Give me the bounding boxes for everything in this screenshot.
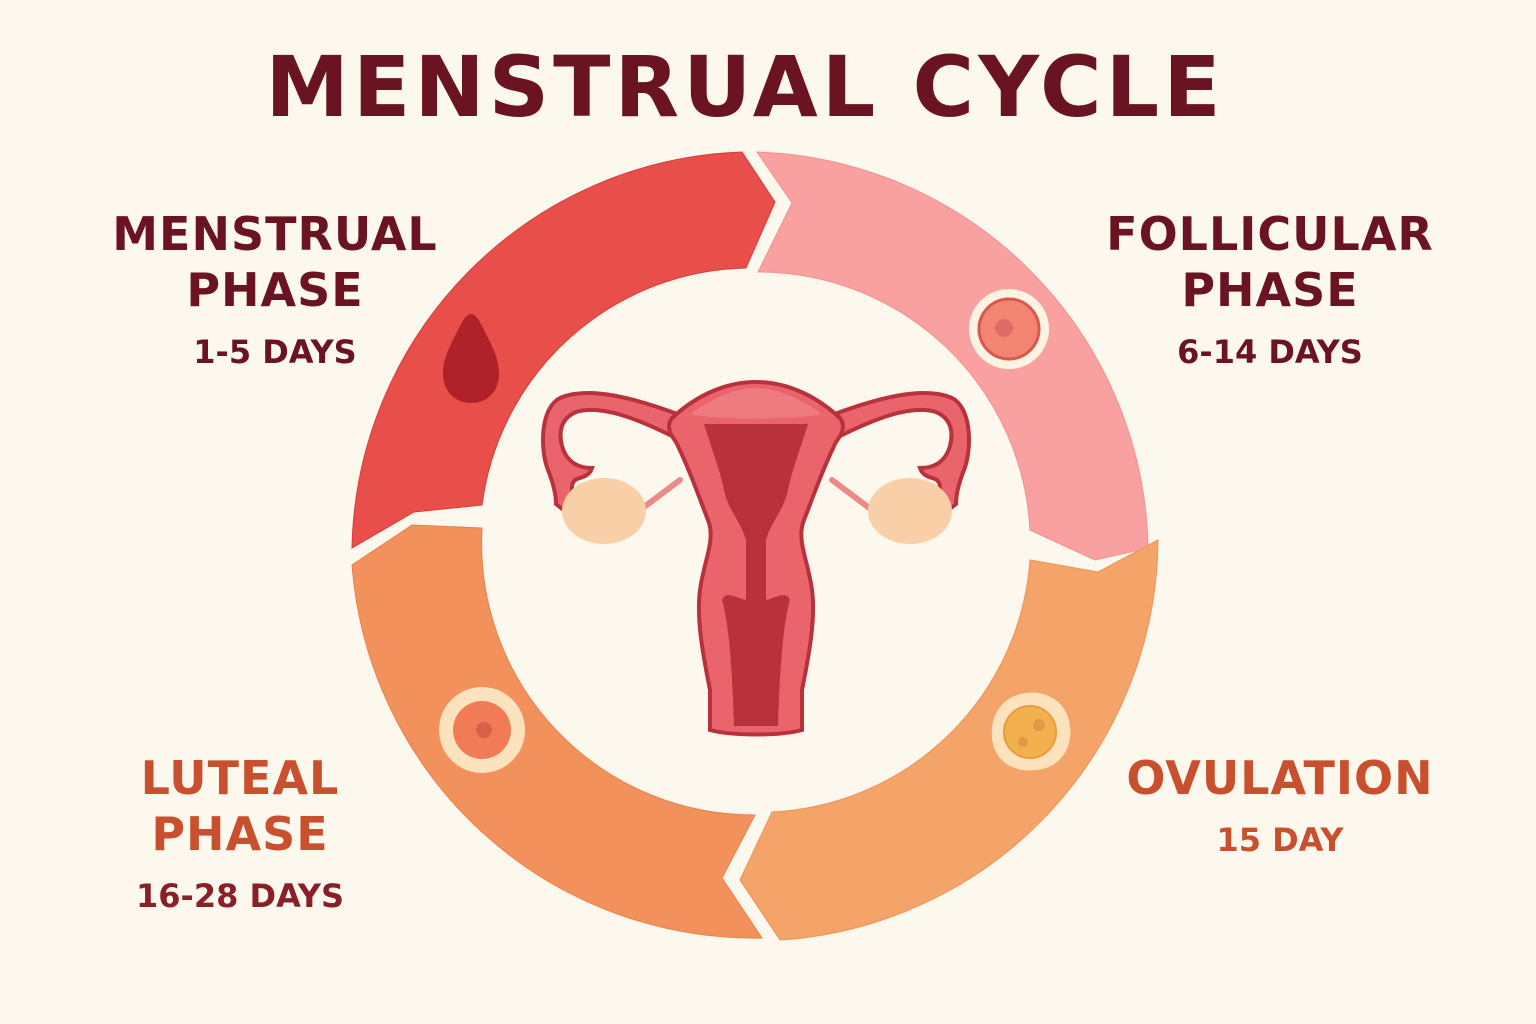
phase-name: OVULATION [1126, 751, 1434, 805]
phase-days: 16-28 DAYS [136, 877, 344, 915]
phase-name-line2: PHASE [151, 807, 329, 861]
phase-name: FOLLICULAR [1106, 207, 1434, 261]
ovulation-phase-label: OVULATION 15 DAY [1105, 750, 1455, 860]
menstrual-phase-label: MENSTRUAL PHASE 1-5 DAYS [100, 206, 450, 372]
luteal-segment [351, 524, 763, 939]
phase-name-line2: PHASE [1181, 263, 1359, 317]
blood-drop-icon [443, 314, 499, 403]
menstrual-segment [351, 151, 776, 549]
uterus-illustration [541, 379, 971, 737]
phase-days: 1-5 DAYS [193, 333, 357, 371]
phase-name-line2: PHASE [186, 263, 364, 317]
page-title: MENSTRUAL CYCLE [265, 38, 1225, 136]
phase-name: LUTEAL [140, 751, 340, 805]
phase-name: MENSTRUAL [112, 207, 438, 261]
follicle-icon [969, 289, 1049, 369]
corpus-luteum-icon [439, 687, 525, 773]
follicular-phase-label: FOLLICULAR PHASE 6-14 DAYS [1090, 206, 1450, 372]
ovulation-segment [739, 539, 1159, 941]
phase-days: 15 DAY [1216, 821, 1344, 859]
released-egg-icon [991, 692, 1071, 771]
luteal-phase-label: LUTEAL PHASE 16-28 DAYS [95, 750, 385, 916]
phase-days: 6-14 DAYS [1177, 333, 1363, 371]
